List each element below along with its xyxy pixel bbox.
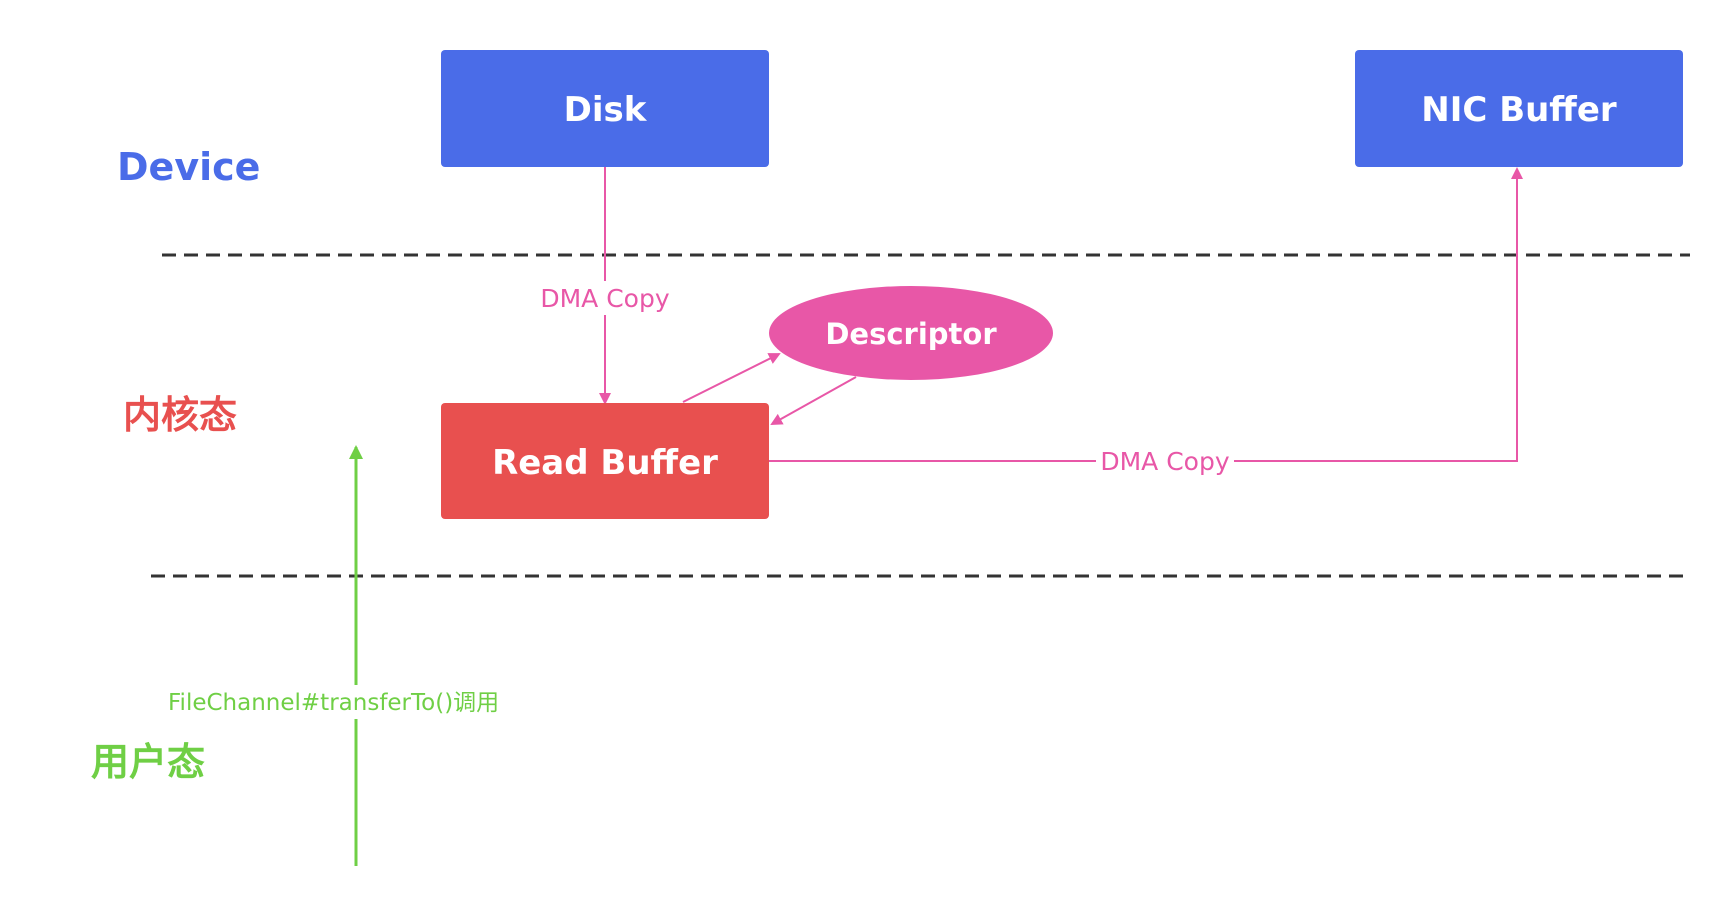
edge-label-user-call: FileChannel#transferTo()调用 xyxy=(168,690,499,716)
edge-label-read-buffer-to-nic: DMA Copy xyxy=(1100,447,1229,476)
edge-label-disk-to-read-buffer: DMA Copy xyxy=(540,284,669,313)
edge-label-bg-nic xyxy=(1096,444,1234,478)
arrow-read-buffer-to-descriptor xyxy=(682,353,781,403)
node-nic-buffer xyxy=(1355,50,1683,167)
node-nic-buffer-label: NIC Buffer xyxy=(1421,90,1617,130)
node-read-buffer-label: Read Buffer xyxy=(492,443,718,483)
edge-label-bg-disk xyxy=(533,281,677,315)
node-read-buffer xyxy=(441,403,769,519)
zone-label-kernel: 内核态 xyxy=(123,393,237,437)
node-disk xyxy=(441,50,769,167)
arrow-read-buffer-to-nic xyxy=(768,167,1523,462)
zone-label-user: 用户态 xyxy=(91,740,205,784)
node-descriptor-label: Descriptor xyxy=(825,317,997,351)
node-disk-label: Disk xyxy=(564,90,648,130)
arrow-descriptor-to-read-buffer xyxy=(770,376,857,425)
edge-label-bg-user-call xyxy=(165,685,545,719)
node-descriptor xyxy=(769,286,1053,380)
zone-label-device: Device xyxy=(117,145,260,189)
